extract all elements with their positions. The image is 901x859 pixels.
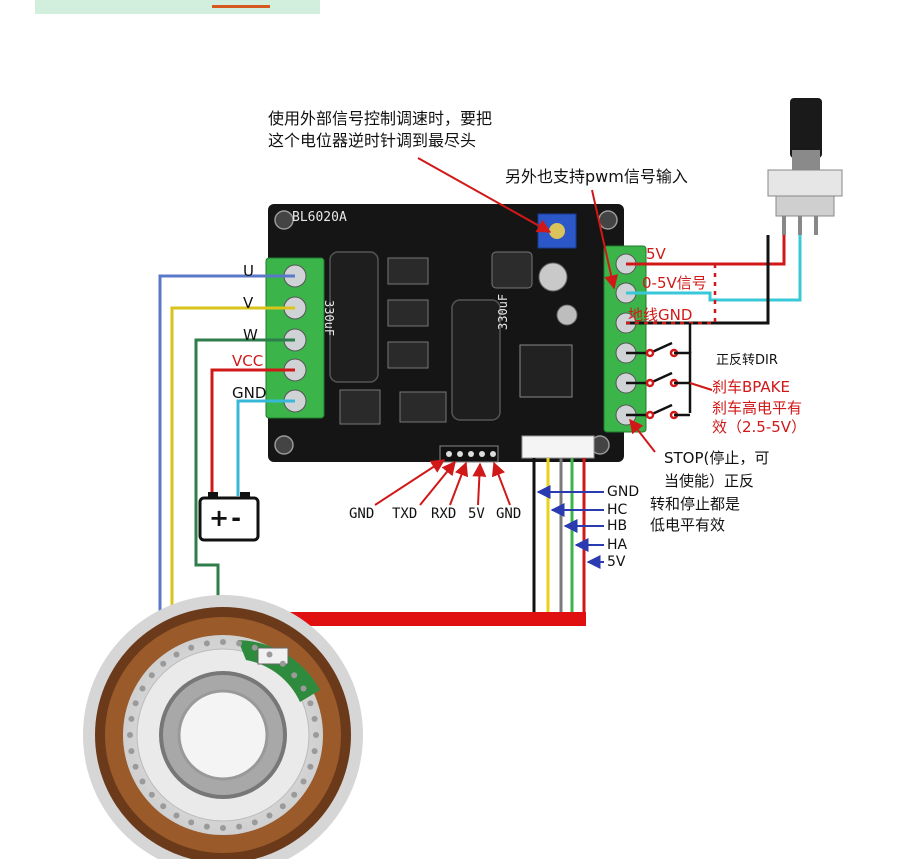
stator-screw (220, 639, 226, 645)
stator-screw (311, 748, 318, 755)
label-gnd-signal: 地线GND (628, 306, 693, 324)
label-brake-note1: 刹车高电平有 (712, 399, 803, 417)
stator-screw (279, 660, 286, 667)
stator-screw (148, 672, 155, 679)
stator-screw (139, 778, 146, 785)
stator-screw (279, 803, 286, 810)
stop-note-line3: 转和停止都是 (650, 495, 741, 513)
pot-note-line2: 这个电位器逆时针调到最尽头 (268, 131, 477, 150)
pot-note-line1: 使用外部信号控制调速时，要把 (268, 109, 493, 128)
serial-txd: TXD (392, 506, 418, 522)
mcu-chip (519, 344, 573, 398)
label-u: U (243, 262, 254, 280)
stator-screw (139, 685, 146, 692)
stator-screw (236, 823, 243, 830)
label-gnd-power: GND (232, 384, 267, 402)
stator-screw (266, 651, 273, 658)
serial-rxd: RXD (431, 506, 457, 522)
stator-screw (220, 825, 226, 831)
stator-screw (148, 791, 155, 798)
bldc-motor (83, 595, 363, 859)
mount-hole (274, 435, 294, 455)
capacitor-label-left: 330uF (322, 300, 336, 337)
board-model: BL6020A (292, 210, 347, 225)
hall-5v: 5V (607, 554, 626, 570)
stator-screw (160, 660, 167, 667)
note-arrows (417, 157, 713, 453)
stator-screw (307, 700, 314, 707)
label-brake: 刹车BPAKE (712, 378, 790, 396)
capacitor-label-right: 330uF (496, 293, 510, 330)
power-wires (210, 368, 295, 496)
left-terminal-block (265, 257, 325, 419)
label-w: W (243, 326, 258, 344)
capacitor-left (329, 251, 379, 383)
stator-screw (188, 644, 195, 651)
hall-hb: HB (607, 518, 628, 534)
stop-note-line4: 低电平有效 (650, 516, 726, 534)
stator-screw (251, 819, 258, 826)
top-banner (35, 0, 320, 14)
stator-screw (188, 819, 195, 826)
stator-screw (203, 640, 210, 647)
capacitor-right (451, 299, 501, 421)
label-signal: 0-5V信号 (642, 274, 707, 292)
mount-hole (598, 210, 618, 230)
pwm-note: 另外也支持pwm信号输入 (505, 167, 688, 186)
stator-screw (311, 715, 318, 722)
hall-ha: HA (607, 537, 628, 553)
small-capacitor (556, 304, 578, 326)
stator-screw (291, 672, 298, 679)
label-brake-note2: 效（2.5-5V） (712, 418, 807, 436)
battery-symbol (198, 492, 260, 542)
mount-hole (274, 210, 294, 230)
external-potentiometer (767, 98, 843, 235)
stator-screw (127, 732, 133, 738)
hall-hc: HC (607, 502, 628, 518)
switch-wiring (626, 260, 717, 420)
stator-screw (300, 778, 307, 785)
stator-screw (203, 823, 210, 830)
stator-screw (251, 644, 258, 651)
serial-gnd-right: GND (496, 506, 522, 522)
battery-polarity: +- (209, 504, 244, 532)
hall-gnd: GND (607, 484, 640, 500)
serial-arrows (374, 459, 511, 506)
stator-screw (128, 715, 135, 722)
stator-screw (300, 685, 307, 692)
label-5v-pot: 5V (646, 245, 666, 263)
small-capacitor (538, 262, 568, 292)
label-dir: 正反转DIR (716, 353, 778, 368)
stop-note-line2: 当使能）正反 (664, 472, 755, 490)
stator-screw (160, 803, 167, 810)
stator-screw (173, 812, 180, 819)
stator-screw (291, 791, 298, 798)
inductor (491, 251, 533, 289)
label-vcc: VCC (232, 352, 264, 370)
label-v: V (243, 294, 254, 312)
hall-cable-bundle (288, 612, 586, 626)
stator-screw (307, 763, 314, 770)
hall-wires (532, 458, 586, 612)
stator-screw (236, 640, 243, 647)
hall-connector (521, 435, 595, 459)
stator-screw (266, 812, 273, 819)
stop-note-line1: STOP(停止，可 (664, 449, 770, 467)
serial-gnd-left: GND (349, 506, 375, 522)
controller-board (268, 204, 624, 463)
stator-screw (313, 732, 319, 738)
stator-screw (132, 763, 139, 770)
stator-screw (132, 700, 139, 707)
stator-screw (173, 651, 180, 658)
stator-screw (128, 748, 135, 755)
hall-arrows (536, 485, 604, 569)
serial-5v: 5V (468, 506, 485, 522)
